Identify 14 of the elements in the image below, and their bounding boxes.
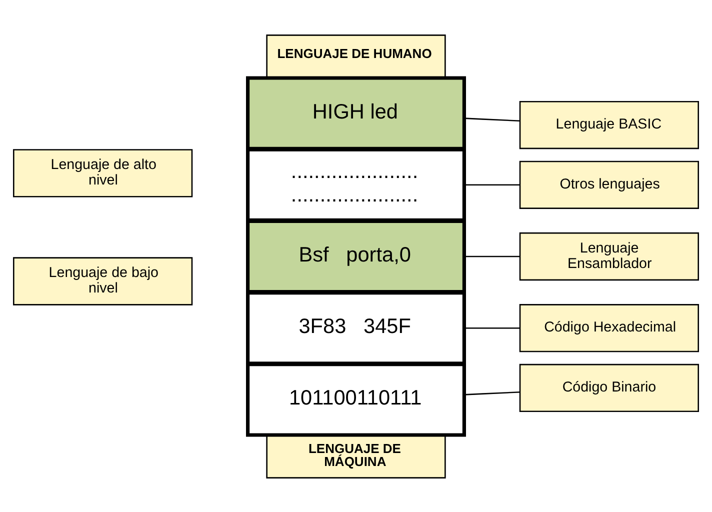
- node-box: LENGUAJE DE HUMANO: [266, 34, 446, 77]
- node-box: Lenguaje de bajo nivel: [13, 256, 193, 305]
- node-box: Otros lenguajes: [519, 160, 699, 208]
- connector: [464, 326, 520, 328]
- connector: [464, 390, 520, 395]
- node-box: Código Hexadecimal: [519, 304, 699, 352]
- node-box: Código Binario: [519, 363, 699, 412]
- node-box: Lenguaje de alto nivel: [13, 148, 193, 197]
- node-box: Lenguaje BASIC: [519, 100, 699, 149]
- node-box: LENGUAJE DE MÁQUINA: [266, 435, 446, 478]
- node-box: Lenguaje Ensamblador: [519, 232, 699, 280]
- connector: [464, 184, 520, 186]
- connector: [464, 255, 520, 257]
- connector: [464, 117, 520, 122]
